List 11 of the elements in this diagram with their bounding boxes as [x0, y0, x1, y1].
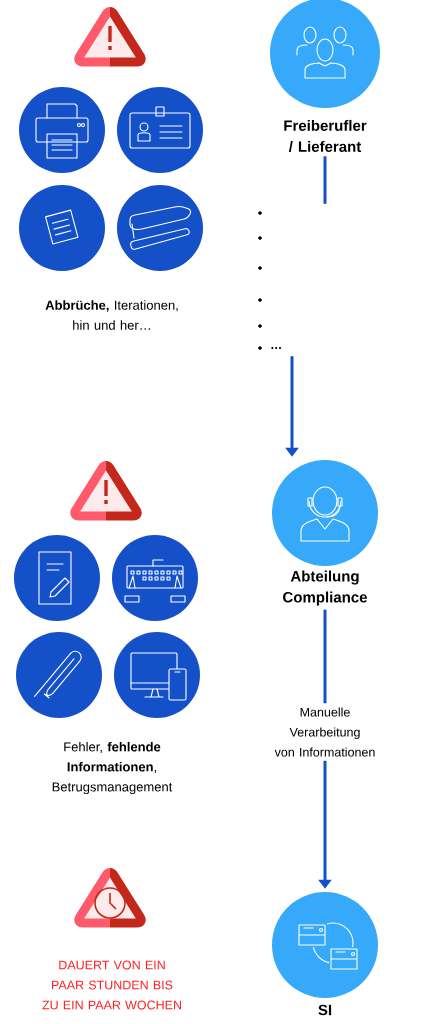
node-title: SI: [318, 1004, 332, 1016]
warning-text: DAUERT VON EIN PAAR STUNDEN BIS ZU EIN PAAR WOCHEN: [42, 960, 181, 1010]
caption-text: Fehler, fehlende Informationen, Betrugsmanagement: [52, 741, 173, 795]
connector-line: [323, 609, 327, 704]
node-label: …: [271, 347, 281, 349]
caption-text: Abbrüche, Iterationen, hin und her…: [45, 300, 178, 330]
bullet-list: …: [258, 211, 281, 350]
node-title: Freiberufler / Lieferant: [284, 119, 367, 153]
connector-line: [323, 156, 327, 204]
step-text: Manuelle Verarbeitung von Informationen: [274, 707, 375, 757]
node-title: Abteilung Compliance: [283, 570, 367, 606]
